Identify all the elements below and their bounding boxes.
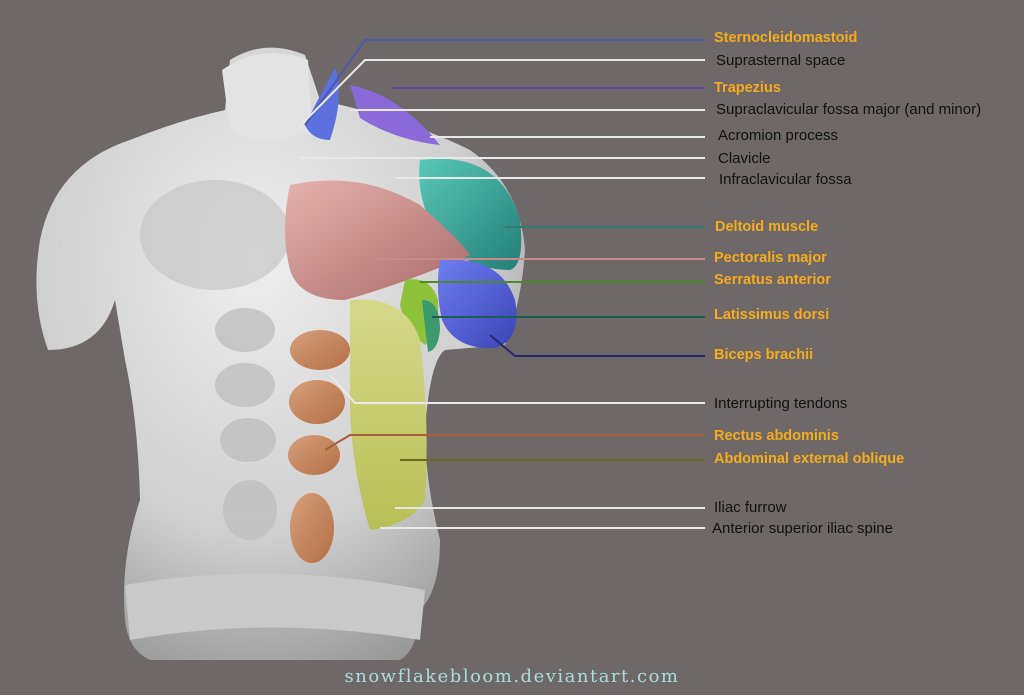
label-anterior-superior-iliac-spine: Anterior superior iliac spine [712,520,893,537]
leader-rectus [324,434,705,451]
torso-body [36,47,525,661]
trapezius-shape [350,85,440,145]
left-pectoral-shape [140,180,290,290]
label-supraclavicular-fossa: Supraclavicular fossa major (and minor) [716,101,982,118]
label-clavicle: Clavicle [718,150,771,167]
leader-biceps [489,334,705,357]
external-oblique-shape [350,299,427,530]
pectoralis-shape [285,180,470,300]
neck [222,52,312,140]
label-pectoralis-major: Pectoralis major [714,250,827,266]
label-biceps-brachii: Biceps brachii [714,347,814,363]
label-deltoid-muscle: Deltoid muscle [715,219,819,235]
label-infraclavicular-fossa: Infraclavicular fossa [719,171,852,188]
label-abdominal-external-oblique: Abdominal external oblique [714,451,905,467]
label-sternocleidomastoid: Sternocleidomastoid [714,30,858,46]
label-interrupting-tendons: Interrupting tendons [714,395,848,412]
leader-lines [297,39,705,529]
label-iliac-furrow: Iliac furrow [714,499,787,516]
label-rectus-abdominis: Rectus abdominis [714,428,839,444]
left-abs [215,308,277,540]
leader-suprasternal [297,59,705,129]
pelvis-band [125,573,425,640]
label-latissimus-dorsi: Latissimus dorsi [714,307,830,323]
label-trapezius: Trapezius [714,80,781,96]
label-suprasternal-space: Suprasternal space [716,52,846,69]
credit-watermark: snowflakebloom.deviantart.com [344,666,680,687]
label-acromion-process: Acromion process [718,127,839,144]
latissimus-shape [422,300,440,352]
label-serratus-anterior: Serratus anterior [714,272,831,288]
rectus-abdominis-shape [288,330,350,563]
leader-tendons [329,374,705,404]
leader-sternocleidomastoid [304,39,705,126]
